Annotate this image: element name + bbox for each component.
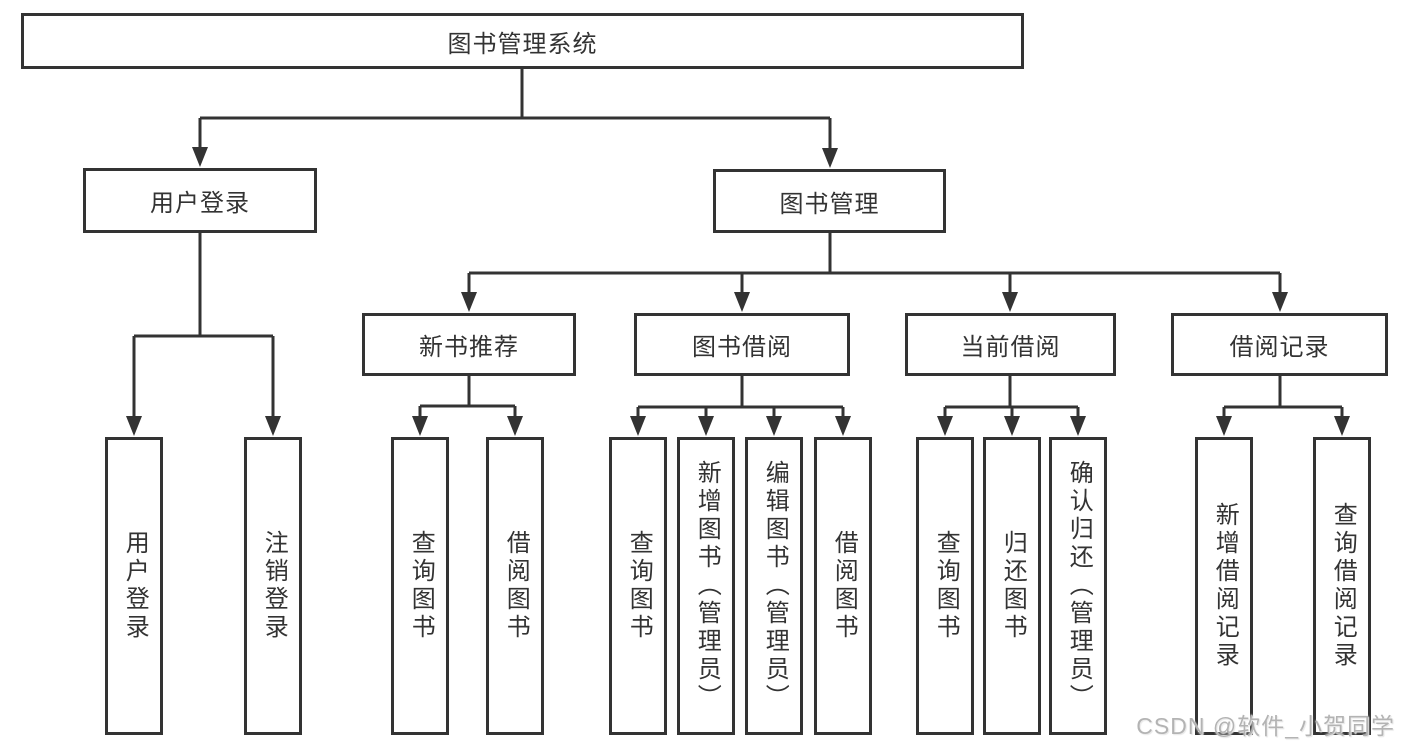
leaf-recommend-borrow-book-label: 借阅图书 (502, 530, 530, 642)
leaf-current-query-book-label: 查询图书 (932, 530, 960, 642)
node-book-management: 图书管理 (713, 169, 946, 233)
leaf-return-book-label: 归还图书 (999, 530, 1027, 642)
node-current-borrow-label: 当前借阅 (960, 334, 1061, 361)
leaf-user-login-label: 用户登录 (121, 530, 149, 642)
node-user-login: 用户登录 (83, 168, 317, 233)
leaf-edit-book-admin-label: 编辑图书（管理员） (761, 460, 789, 712)
leaf-confirm-return-admin-label: 确认归还（管理员） (1065, 460, 1093, 712)
node-root-label: 图书管理系统 (447, 30, 598, 58)
node-new-book-recommend: 新书推荐 (362, 313, 576, 376)
node-borrow-records: 借阅记录 (1171, 313, 1388, 376)
leaf-current-query-book: 查询图书 (916, 437, 974, 735)
node-root: 图书管理系统 (21, 13, 1024, 69)
node-book-borrow: 图书借阅 (634, 313, 850, 376)
leaf-return-book: 归还图书 (983, 437, 1041, 735)
leaf-borrow-book-label: 借阅图书 (830, 530, 858, 642)
leaf-borrow-book: 借阅图书 (814, 437, 872, 735)
node-borrow-records-label: 借阅记录 (1229, 334, 1330, 361)
leaf-borrow-query-book: 查询图书 (609, 437, 667, 735)
leaf-logout-label: 注销登录 (260, 530, 288, 642)
node-new-book-recommend-label: 新书推荐 (419, 334, 519, 361)
leaf-confirm-return-admin: 确认归还（管理员） (1049, 437, 1107, 735)
leaf-recommend-query-book-label: 查询图书 (407, 530, 435, 642)
leaf-recommend-query-book: 查询图书 (391, 437, 449, 735)
leaf-recommend-borrow-book: 借阅图书 (486, 437, 544, 735)
leaf-query-borrow-record: 查询借阅记录 (1313, 437, 1371, 735)
node-user-login-label: 用户登录 (150, 190, 250, 217)
leaf-add-borrow-record: 新增借阅记录 (1195, 437, 1253, 735)
leaf-add-book-admin-label: 新增图书（管理员） (693, 460, 721, 712)
leaf-user-login: 用户登录 (105, 437, 163, 735)
node-current-borrow: 当前借阅 (905, 313, 1116, 376)
node-book-management-label: 图书管理 (779, 190, 880, 218)
node-book-borrow-label: 图书借阅 (692, 334, 792, 361)
leaf-logout: 注销登录 (244, 437, 302, 735)
csdn-watermark: CSDN @软件_小贺同学 (1136, 713, 1395, 739)
leaf-add-book-admin: 新增图书（管理员） (677, 437, 735, 735)
leaf-query-borrow-record-label: 查询借阅记录 (1329, 502, 1357, 670)
leaf-borrow-query-book-label: 查询图书 (625, 530, 653, 642)
leaf-edit-book-admin: 编辑图书（管理员） (745, 437, 803, 735)
leaf-add-borrow-record-label: 新增借阅记录 (1211, 502, 1239, 670)
